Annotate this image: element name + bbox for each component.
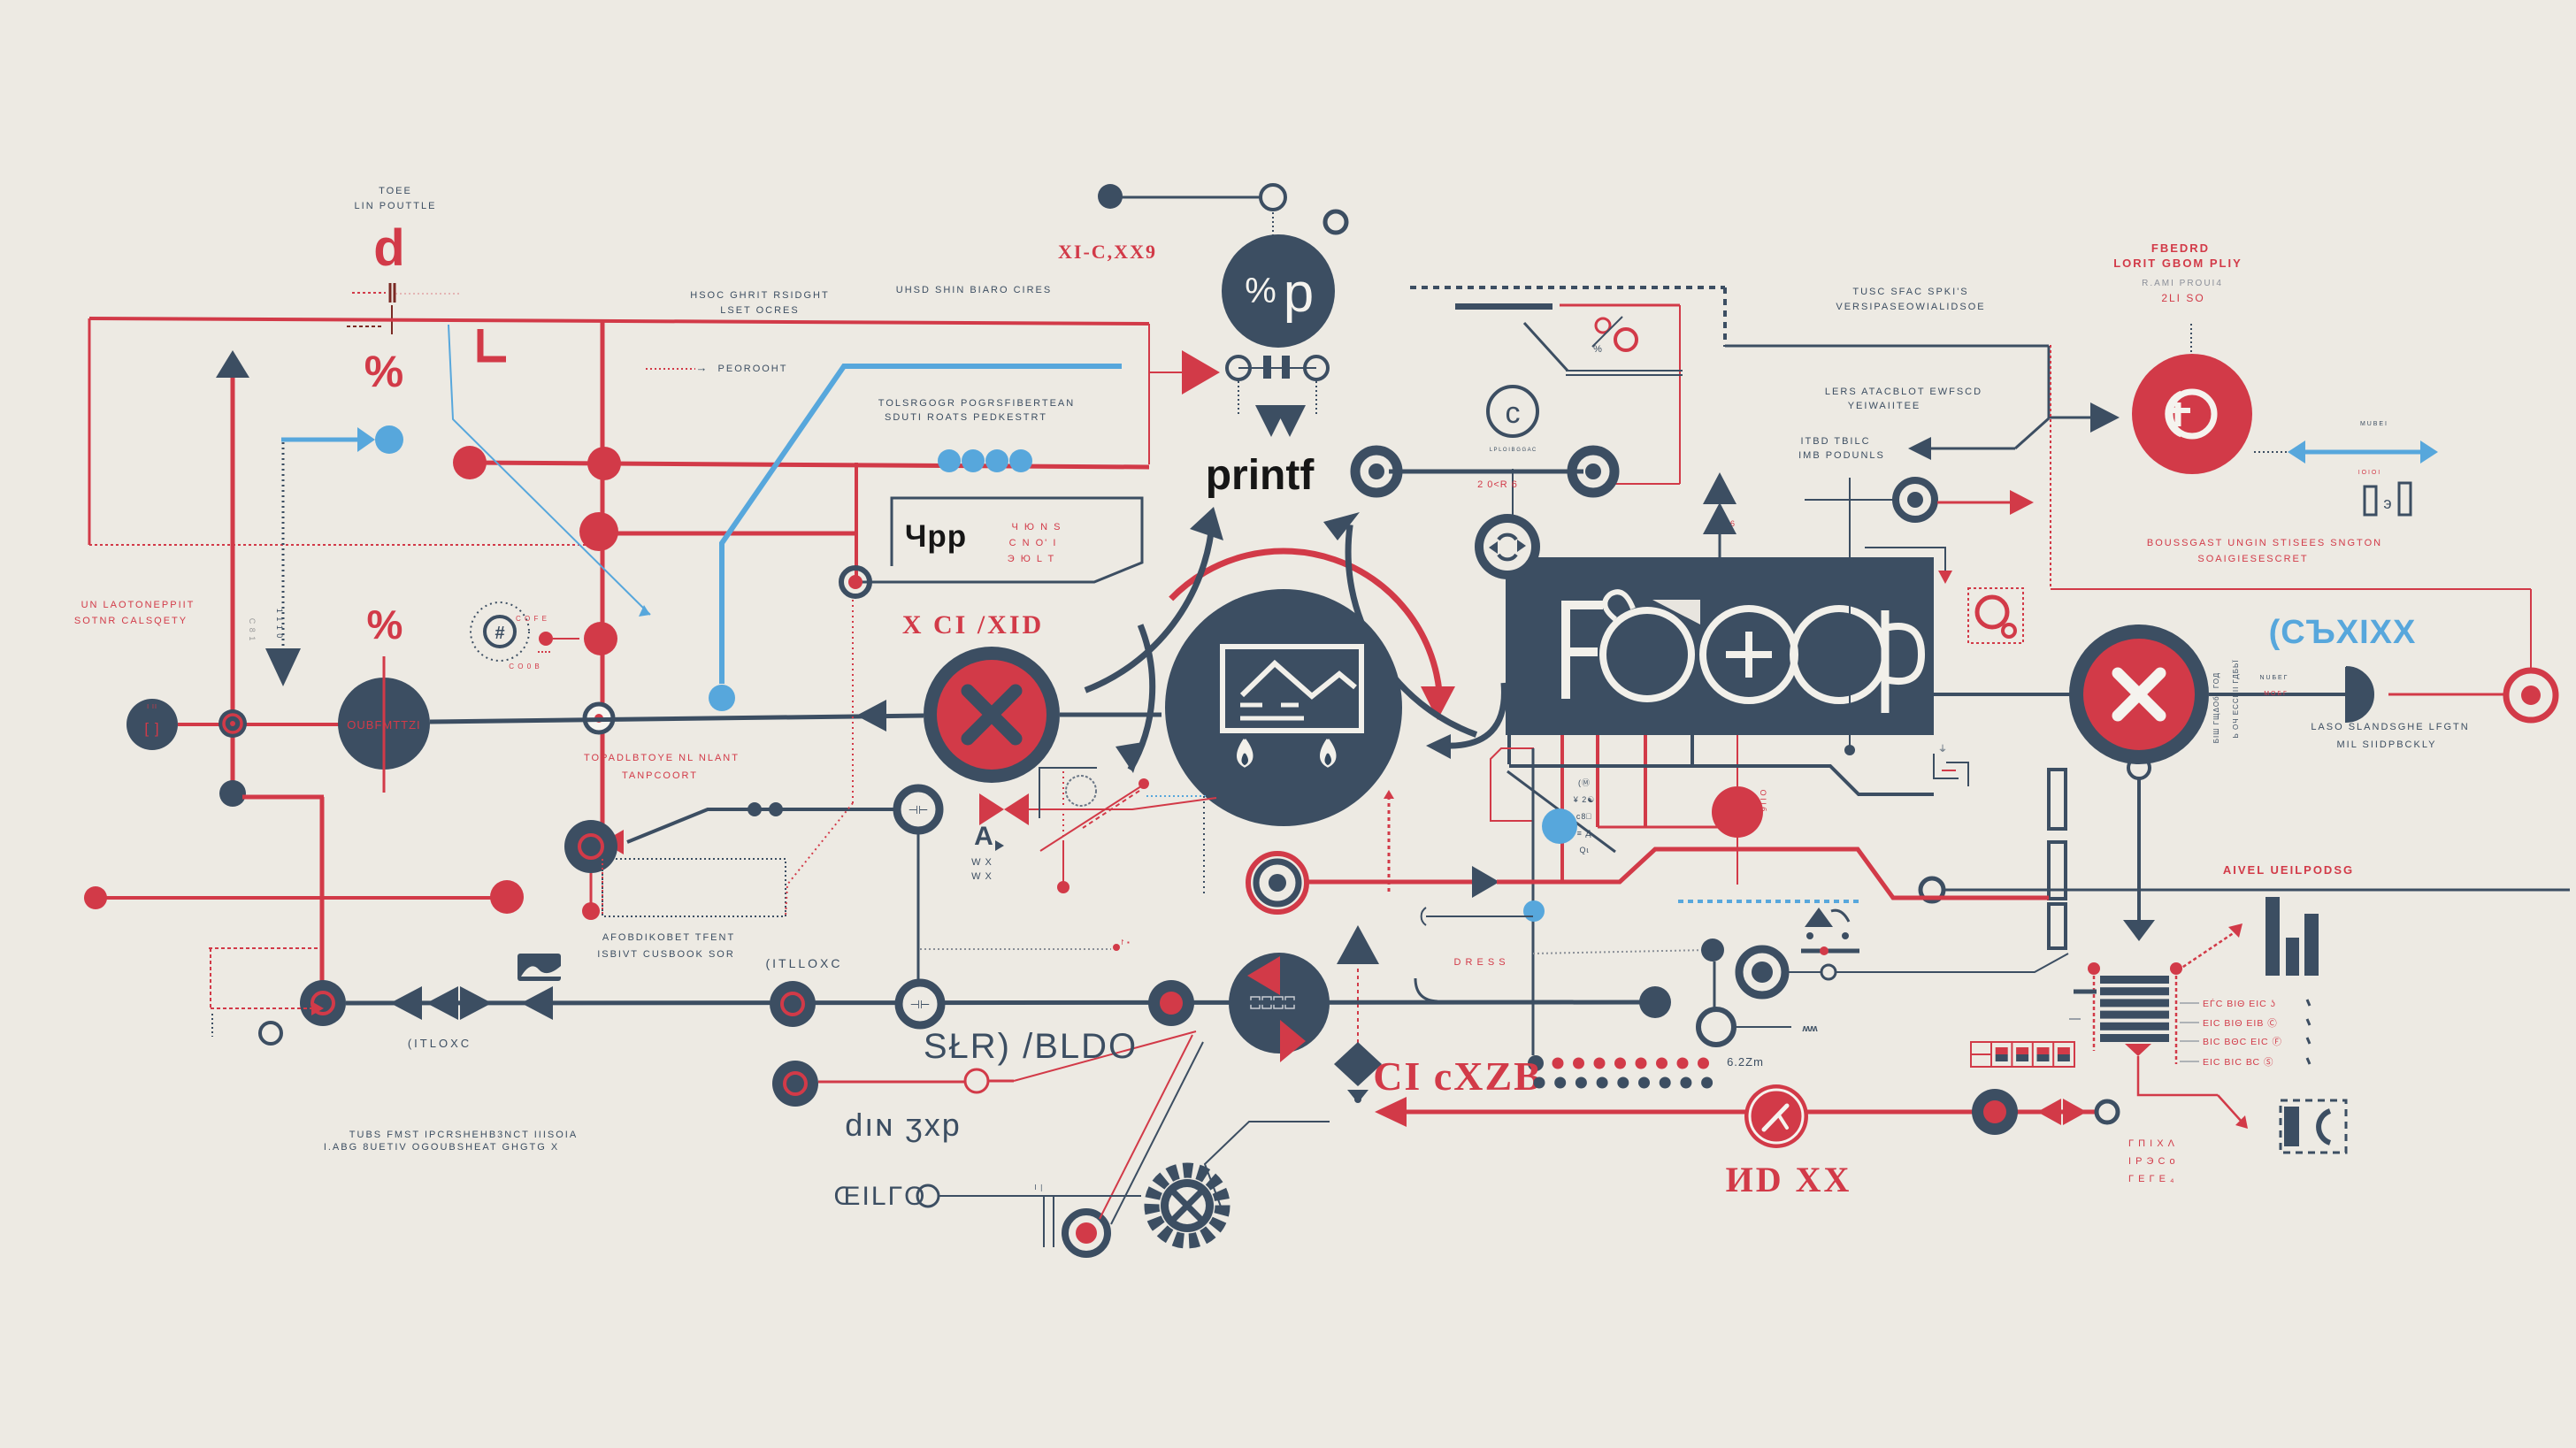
svg-text:⏚: ⏚ bbox=[1938, 744, 1947, 755]
svg-text:ITBD TBILC: ITBD TBILC bbox=[1800, 436, 1870, 447]
svg-text:Γ П І X Λ: Γ П І X Λ bbox=[2128, 1138, 2175, 1149]
svg-text:ISBIVT CUSBOOK SOR: ISBIVT CUSBOOK SOR bbox=[597, 949, 735, 960]
svg-text:TANPCOORT: TANPCOORT bbox=[622, 770, 698, 781]
svg-text:UN LAOTONEPPIIT: UN LAOTONEPPIIT bbox=[81, 600, 196, 610]
svg-text:%: % bbox=[367, 601, 403, 647]
svg-text:Ч Ю N S: Ч Ю N S bbox=[1012, 522, 1062, 532]
svg-text:W X: W X bbox=[971, 871, 993, 882]
svg-text:#: # bbox=[494, 624, 504, 643]
svg-text:%: % bbox=[1245, 272, 1276, 310]
svg-text:dıɴ ʒxp: dıɴ ʒxp bbox=[845, 1107, 962, 1143]
svg-text:%: % bbox=[1593, 344, 1602, 355]
svg-text:O І І б: O І І б bbox=[1759, 790, 1767, 812]
svg-text:I II: I II bbox=[147, 704, 157, 710]
svg-text:p: p bbox=[1284, 263, 1314, 324]
svg-text:ВІС ВΘС ЕІС Ⓕ: ВІС ВΘС ЕІС Ⓕ bbox=[2203, 1037, 2282, 1047]
svg-text:TUBS FMST IPCRSHEHB3NCT IIISOI: TUBS FMST IPCRSHEHB3NCT IIISOIA bbox=[349, 1130, 578, 1140]
svg-text:Γ Е Γ Е ₄: Γ Е Γ Е ₄ bbox=[2128, 1174, 2175, 1184]
svg-text:1 1 1 0: 1 1 1 0 bbox=[275, 609, 284, 640]
svg-text:CI cXZΒ: CI cXZΒ bbox=[1373, 1053, 1543, 1099]
svg-text:OUBFMTTZI: OUBFMTTZI bbox=[347, 718, 420, 732]
svg-text:э: э bbox=[2383, 494, 2391, 512]
svg-text:(CЪXIXX: (CЪXIXX bbox=[2269, 614, 2417, 651]
svg-text:SŁR) /BLDO: SŁR) /BLDO bbox=[924, 1027, 1138, 1066]
svg-text:SOTNR CALSQETY: SOTNR CALSQETY bbox=[74, 616, 188, 626]
svg-text:LIN POUTTLE: LIN POUTTLE bbox=[355, 201, 437, 211]
svg-text:C 8 1: C 8 1 bbox=[248, 618, 257, 642]
svg-text:І ❘: І ❘ bbox=[1034, 1184, 1044, 1191]
svg-text:БІШ ГЩΔΟбЈ ГОД: БІШ ГЩΔΟбЈ ГОД bbox=[2212, 672, 2220, 743]
svg-text:R.AMI PROUI4: R.AMI PROUI4 bbox=[2142, 279, 2223, 288]
svg-text:%: % bbox=[364, 347, 403, 396]
svg-text:⊣⊢: ⊣⊢ bbox=[908, 803, 929, 816]
svg-text:PEOROOHT: PEOROOHT bbox=[718, 364, 788, 374]
svg-text:Ь OЧ ЕССБІІ ГДБЬЇ: Ь OЧ ЕССБІІ ГДБЬЇ bbox=[2232, 660, 2240, 739]
svg-text:FBEDRD: FBEDRD bbox=[2151, 241, 2210, 255]
svg-text:d: d bbox=[373, 219, 404, 277]
svg-text:ʍʍ: ʍʍ bbox=[1801, 1023, 1818, 1034]
svg-text:ИD XX: ИD XX bbox=[1726, 1160, 1852, 1199]
svg-text:≡ Д: ≡ Д bbox=[1577, 829, 1592, 838]
svg-text:М O Б Г: М O Б Г bbox=[2264, 691, 2287, 697]
svg-text:printf: printf bbox=[1206, 452, 1315, 499]
svg-text:W X: W X bbox=[971, 857, 993, 868]
svg-text:¥ 2☯: ¥ 2☯ bbox=[1573, 795, 1596, 804]
svg-text:c: c bbox=[1506, 396, 1521, 430]
svg-text:6.2Zm: 6.2Zm bbox=[1727, 1055, 1764, 1069]
svg-text:YEIWAIITEE: YEIWAIITEE bbox=[1848, 401, 1921, 411]
svg-text:LSET OCRES: LSET OCRES bbox=[720, 305, 800, 316]
svg-text:BOUSSGAST UNGIN STISEES SNGTON: BOUSSGAST UNGIN STISEES SNGTON bbox=[2147, 538, 2382, 548]
svg-text:AIVEL UEILPODSG: AIVEL UEILPODSG bbox=[2223, 863, 2354, 877]
svg-text:І Р Э С о: І Р Э С о bbox=[2128, 1156, 2176, 1167]
svg-text:⊣⊢: ⊣⊢ bbox=[910, 998, 931, 1011]
svg-text:2LI SO: 2LI SO bbox=[2161, 292, 2204, 304]
svg-text:IMB PODUNLS: IMB PODUNLS bbox=[1798, 450, 1885, 461]
svg-text:SOAIGIESESCRET: SOAIGIESESCRET bbox=[2197, 554, 2308, 564]
svg-text:HSOC GHRIT RSIDGHT: HSOC GHRIT RSIDGHT bbox=[690, 290, 829, 301]
svg-text:I.ABG 8UETIV OGOUBSHEAT GHGTG: I.ABG 8UETIV OGOUBSHEAT GHGTG X bbox=[324, 1142, 559, 1153]
svg-text:LERS ATACBLOT EWFSCD: LERS ATACBLOT EWFSCD bbox=[1825, 387, 1982, 397]
svg-text:UHSD SHIN BIARO CIRES: UHSD SHIN BIARO CIRES bbox=[896, 285, 1052, 295]
svg-text:→: → bbox=[696, 361, 708, 374]
svg-text:LASO SLANDSGHE LFGTN: LASO SLANDSGHE LFGTN bbox=[2311, 722, 2469, 732]
svg-text:Э Ю L T: Э Ю L T bbox=[1008, 554, 1055, 564]
svg-text:(ITLLOXC: (ITLLOXC bbox=[765, 956, 842, 970]
svg-text:D R E S S: D R E S S bbox=[1453, 957, 1506, 968]
svg-text:C N O' I: C N O' I bbox=[1009, 538, 1058, 548]
svg-text:TOEE: TOEE bbox=[379, 186, 412, 196]
svg-text:(Ⓜ: (Ⓜ bbox=[1578, 778, 1591, 787]
svg-text:TOPADLBTOYE NL NLANT: TOPADLBTOYE NL NLANT bbox=[584, 753, 740, 763]
svg-text:VERSIPASEOWIALIDSOE: VERSIPASEOWIALIDSOE bbox=[1836, 302, 1985, 312]
svg-text:XI-C,XX9: XI-C,XX9 bbox=[1058, 241, 1157, 263]
svg-text:ŒІLΓO: ŒІLΓO bbox=[834, 1182, 927, 1211]
svg-text:SDUTI ROATS PEDKESTRT: SDUTI ROATS PEDKESTRT bbox=[885, 412, 1047, 423]
svg-text:C O F E: C O F E bbox=[516, 615, 548, 623]
svg-text:MIL SIIDPBCKLY: MIL SIIDPBCKLY bbox=[2337, 739, 2437, 750]
svg-text:ЕІС ВІС ВС Ⓢ: ЕІС ВІС ВС Ⓢ bbox=[2203, 1057, 2274, 1068]
svg-text:Qɩ: Qɩ bbox=[1580, 846, 1590, 854]
svg-text:N U Б Е Г: N U Б Е Г bbox=[2260, 675, 2288, 681]
svg-text:C O 0 B: C O 0 B bbox=[509, 663, 540, 670]
svg-text:↾ ▪: ↾ ▪ bbox=[1119, 939, 1130, 946]
svg-text:ЕІС ВІΘ ЕІВ Ⓒ: ЕІС ВІΘ ЕІВ Ⓒ bbox=[2203, 1018, 2278, 1029]
svg-text:ЕЃС ВІΘ ЕІС ʖ: ЕЃС ВІΘ ЕІС ʖ bbox=[2203, 998, 2276, 1009]
svg-text:(ITLOXC: (ITLOXC bbox=[408, 1037, 472, 1050]
svg-text:TUSC SFAC SPKI'S: TUSC SFAC SPKI'S bbox=[1852, 287, 1968, 297]
svg-text:M U B E I: M U B E I bbox=[2360, 421, 2387, 427]
svg-text:AFOBDIKOBET TFENT: AFOBDIKOBET TFENT bbox=[602, 932, 735, 943]
svg-text:Чpp: Чpp bbox=[905, 519, 967, 554]
svg-text:2 0<R 6: 2 0<R 6 bbox=[1477, 479, 1518, 490]
svg-text:X CI /XID: X CI /XID bbox=[902, 610, 1044, 640]
svg-text:A: A bbox=[974, 822, 993, 851]
svg-text:L P L O I B G G A C: L P L O I B G G A C bbox=[1490, 448, 1537, 453]
svg-text:TOLSRGOGR POGRSFIBERTEAN: TOLSRGOGR POGRSFIBERTEAN bbox=[878, 398, 1075, 409]
svg-text:с8⃞: с8⃞ bbox=[1576, 812, 1592, 821]
svg-text:I O I O I: I O I O I bbox=[2358, 470, 2380, 476]
svg-text:LORIT GBOM PLIY: LORIT GBOM PLIY bbox=[2113, 257, 2242, 270]
svg-text:[ ]: [ ] bbox=[144, 720, 159, 737]
